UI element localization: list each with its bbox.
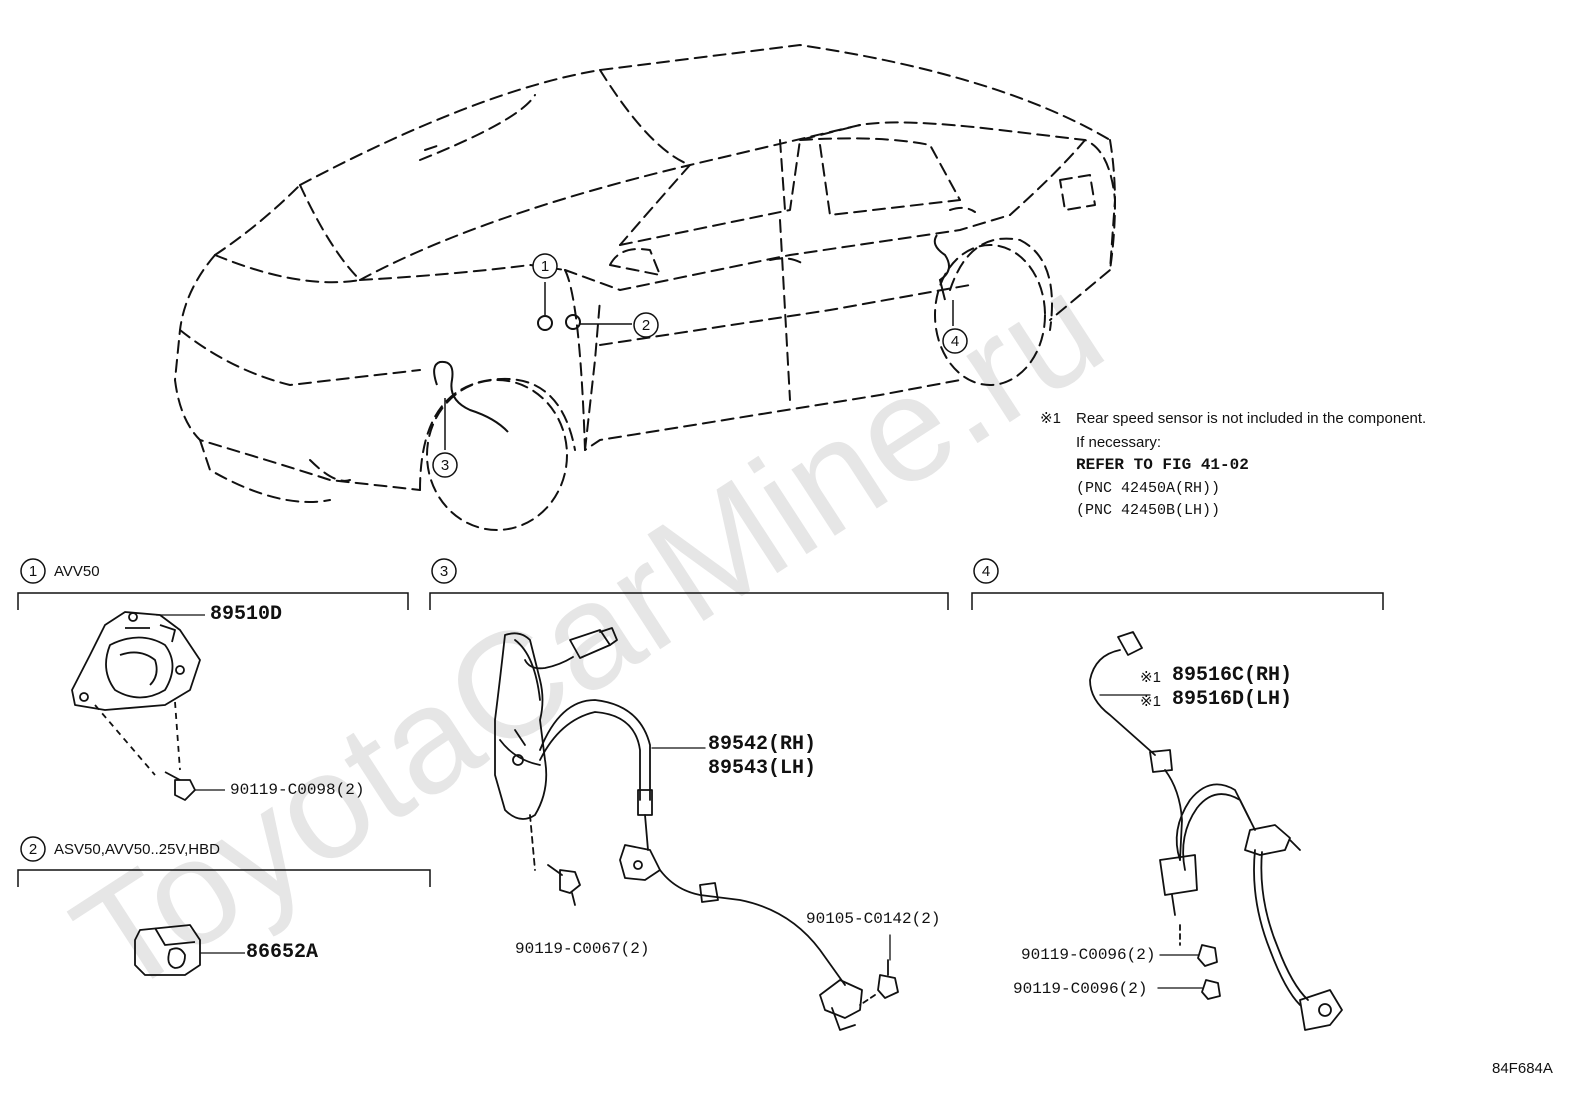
section-frames xyxy=(17,558,1384,887)
part-89516C-rh: 89516C(RH) xyxy=(1172,664,1293,687)
section-3-number: 3 xyxy=(440,563,448,580)
part-90119-C0098: 90119-C0098(2) xyxy=(230,781,365,799)
note-line-3: REFER TO FIG 41-02 xyxy=(1076,456,1249,474)
part-89543-lh: 89543(LH) xyxy=(708,757,817,780)
part-86652A: 86652A xyxy=(246,941,319,964)
note-line-2: If necessary: xyxy=(1076,434,1162,451)
section-1-caption: AVV50 xyxy=(54,563,100,580)
part-89510D: 89510D xyxy=(210,603,283,626)
note-line-4: (PNC 42450A(RH)) xyxy=(1076,480,1221,497)
callout-4: 4 xyxy=(951,333,959,350)
callout-circles xyxy=(432,253,968,478)
part-90119-C0096-b: 90119-C0096(2) xyxy=(1013,980,1148,998)
yaw-rate-sensor-drawing xyxy=(71,611,225,801)
callout-3: 3 xyxy=(441,457,449,474)
note-line-5: (PNC 42450B(LH)) xyxy=(1076,502,1221,519)
part-note-mark-2: ※1 xyxy=(1140,693,1161,710)
note-line-1: Rear speed sensor is not included in the… xyxy=(1076,410,1427,427)
part-89542-rh: 89542(RH) xyxy=(708,733,817,756)
figure-code: 84F684A xyxy=(1492,1060,1553,1077)
section-1-number: 1 xyxy=(29,563,37,580)
section-2-caption: ASV50,AVV50..25V,HBD xyxy=(54,841,220,858)
connector-drawing xyxy=(134,924,245,976)
car-sensor-wires xyxy=(433,234,950,433)
section-4-number: 4 xyxy=(982,563,990,580)
note-mark: ※1 xyxy=(1040,410,1061,427)
section-2-number: 2 xyxy=(29,841,37,858)
front-speed-sensor-drawing xyxy=(494,627,899,1031)
part-note-mark-1: ※1 xyxy=(1140,669,1161,686)
callout-1: 1 xyxy=(541,258,549,275)
car-outline xyxy=(174,44,1116,531)
part-90119-C0096-a: 90119-C0096(2) xyxy=(1021,946,1156,964)
rear-speed-sensor-drawing xyxy=(1089,631,1343,1031)
callout-leaders xyxy=(444,282,954,450)
callout-2: 2 xyxy=(642,317,650,334)
part-89516D-lh: 89516D(LH) xyxy=(1172,688,1293,711)
part-90119-C0067: 90119-C0067(2) xyxy=(515,940,650,958)
part-90105-C0142: 90105-C0142(2) xyxy=(806,910,941,928)
